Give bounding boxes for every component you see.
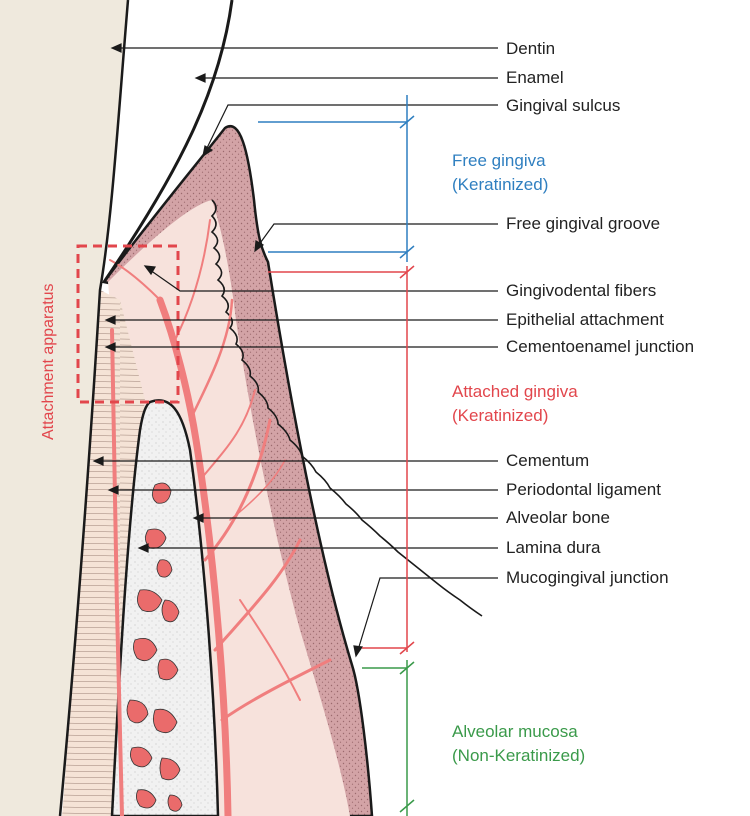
label-alveolar-bone: Alveolar bone (506, 508, 610, 528)
label-dentin: Dentin (506, 39, 555, 59)
label-free-gingiva: Free gingiva (452, 149, 546, 172)
label-gingival-sulcus: Gingival sulcus (506, 96, 620, 116)
label-enamel: Enamel (506, 68, 564, 88)
label-free-gingival-groove: Free gingival groove (506, 214, 660, 234)
label-mucogingival-junction: Mucogingival junction (506, 568, 669, 588)
label-alveolar-mucosa-non-keratinized: (Non-Keratinized) (452, 744, 585, 767)
label-attached-gingiva-keratinized: (Keratinized) (452, 404, 548, 427)
label-lamina-dura: Lamina dura (506, 538, 601, 558)
label-cementoenamel-junction: Cementoenamel junction (506, 337, 694, 357)
label-free-gingiva-keratinized: (Keratinized) (452, 173, 548, 196)
label-alveolar-mucosa: Alveolar mucosa (452, 720, 578, 743)
free-gingiva-bracket (258, 95, 414, 262)
label-attachment-apparatus: Attachment apparatus (40, 283, 58, 440)
label-gingivodental-fibers: Gingivodental fibers (506, 281, 656, 301)
label-cementum: Cementum (506, 451, 589, 471)
label-periodontal-ligament: Periodontal ligament (506, 480, 661, 500)
label-epithelial-attachment: Epithelial attachment (506, 310, 664, 330)
label-attached-gingiva: Attached gingiva (452, 380, 578, 403)
